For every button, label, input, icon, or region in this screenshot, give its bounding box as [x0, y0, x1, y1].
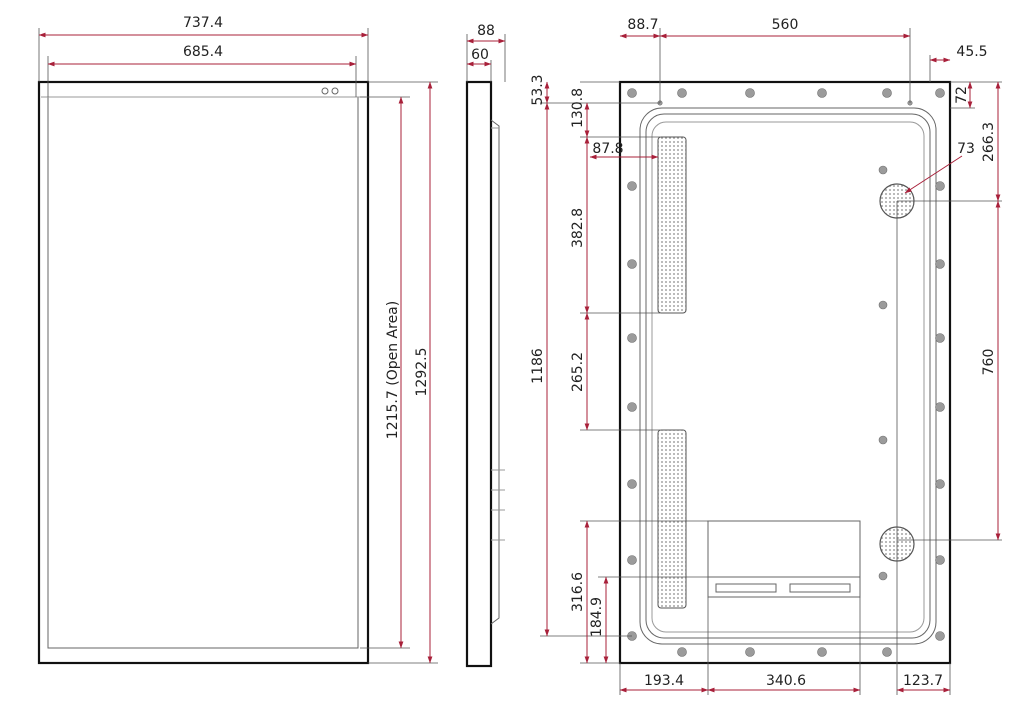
right-hole-offset-label: 45.5 — [956, 44, 987, 60]
mounting-holes — [627, 88, 945, 657]
back-bezel-inner — [645, 113, 931, 639]
speaker-top-label: 266.3 — [981, 122, 997, 162]
sensor-icon — [321, 87, 329, 95]
bottom-right-label: 123.7 — [903, 673, 943, 689]
back-height-label: 1186 — [530, 348, 546, 384]
vent-bottom — [657, 429, 687, 609]
front-view: 737.4 685.4 1215.7 (Open Area) 1292.5 — [37, 15, 438, 665]
front-height-label: 1292.5 — [414, 348, 430, 397]
top-offset-label: 53.3 — [530, 74, 546, 105]
speaker-leader — [904, 155, 963, 194]
side-view: 88 60 — [465, 23, 506, 668]
bottom-1-label: 316.6 — [570, 572, 586, 612]
left-hole-offset-label: 88.7 — [627, 17, 658, 33]
open-height-label: 1215.7 (Open Area) — [385, 301, 401, 439]
back-view: 88.7 560 45.5 53.3 130.8 87.8 382.8 265.… — [530, 17, 1002, 695]
vent-gap-label: 265.2 — [570, 352, 586, 392]
hole-spacing-label: 560 — [772, 17, 799, 33]
front-frame — [37, 80, 370, 665]
speaker-spacing-label: 760 — [981, 349, 997, 376]
bottom-2-label: 184.9 — [589, 597, 605, 637]
back-bezel-outer — [639, 107, 937, 645]
bottom-mid-label: 340.6 — [766, 673, 806, 689]
side-profile — [465, 80, 493, 668]
side-bracket — [490, 119, 500, 625]
sensor-icon — [331, 87, 339, 95]
bottom-left-label: 193.4 — [644, 673, 684, 689]
vent-top — [657, 136, 687, 314]
back-frame — [618, 80, 952, 665]
front-width-label: 737.4 — [183, 15, 223, 31]
vent-width-label: 87.8 — [592, 141, 623, 157]
open-width-label: 685.4 — [183, 44, 223, 60]
top-hole-label: 130.8 — [570, 88, 586, 128]
side-depth-inner-label: 60 — [471, 47, 489, 63]
right-top-label: 72 — [954, 86, 970, 104]
io-box — [707, 520, 861, 598]
side-depth-label: 88 — [477, 23, 495, 39]
vent-height-label: 382.8 — [570, 208, 586, 248]
speaker-diameter-label: 73 — [957, 141, 975, 157]
front-open-area — [47, 96, 359, 649]
